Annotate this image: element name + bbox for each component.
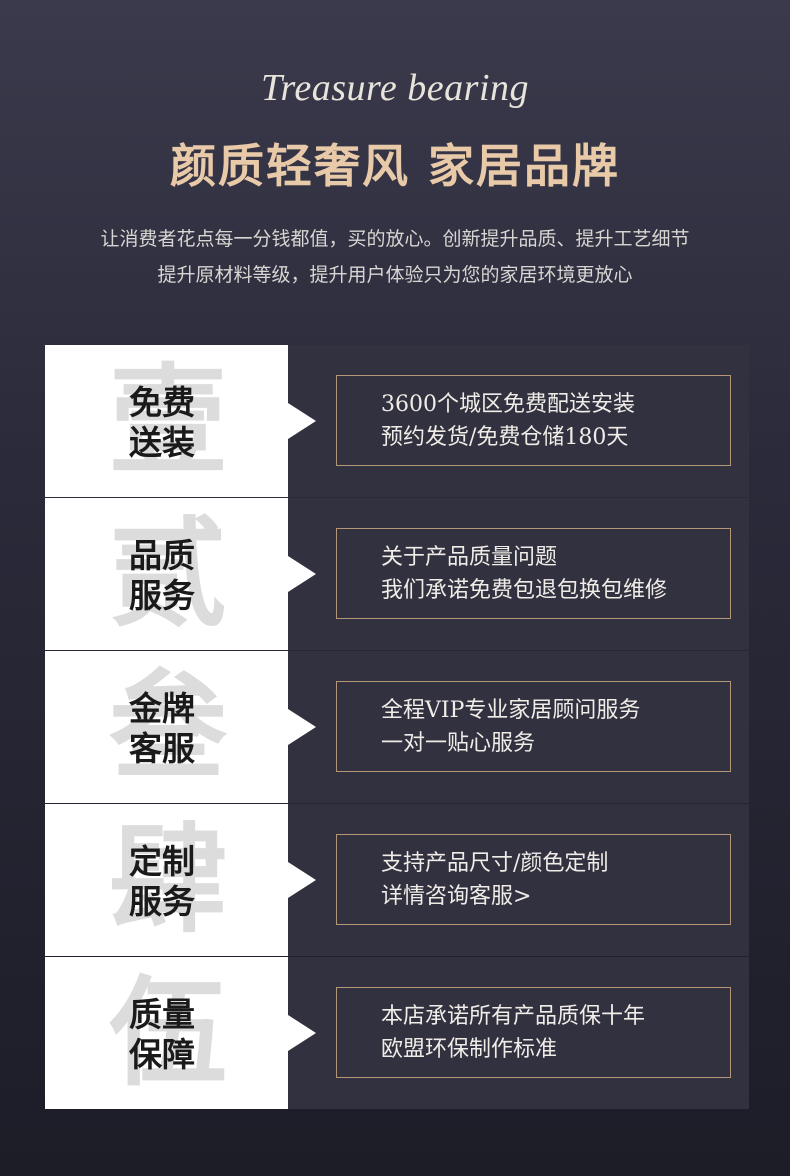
- feature-detail-box: 3600个城区免费配送安装 预约发货/免费仓储180天: [336, 375, 731, 466]
- watermark-numeral: 贰: [109, 504, 228, 643]
- feature-title-line-2: 客服: [129, 729, 195, 768]
- feature-label-panel: 伍 质量 保障: [45, 957, 288, 1109]
- feature-detail-line-2: 我们承诺免费包退包换包维修: [381, 577, 668, 603]
- feature-detail-line-1: 全程VIP专业家居顾问服务: [381, 697, 641, 723]
- feature-detail-line-1: 关于产品质量问题: [381, 544, 558, 570]
- pointer-arrow-icon: [288, 709, 316, 745]
- feature-title-line-2: 服务: [129, 576, 195, 615]
- pointer-arrow-icon: [288, 1015, 316, 1051]
- feature-detail-line-1: 支持产品尺寸/颜色定制: [381, 850, 609, 876]
- feature-detail-line-2: 预约发货/免费仓储180天: [381, 424, 629, 450]
- feature-detail-line-2: 欧盟环保制作标准: [381, 1036, 558, 1062]
- feature-detail-line-1: 3600个城区免费配送安装: [381, 391, 635, 417]
- feature-title-line-2: 保障: [129, 1035, 195, 1074]
- feature-title: 金牌 客服: [129, 689, 249, 769]
- feature-detail-box: 支持产品尺寸/颜色定制 详情咨询客服>: [336, 834, 731, 925]
- feature-title-line-1: 质量: [129, 995, 195, 1034]
- header-title-cn: 颜质轻奢风 家居品牌: [169, 139, 620, 193]
- feature-title: 定制 服务: [129, 842, 249, 922]
- pointer-arrow-icon: [288, 862, 316, 898]
- feature-title: 质量 保障: [129, 995, 249, 1075]
- feature-detail-box: 关于产品质量问题 我们承诺免费包退包换包维修: [336, 528, 731, 619]
- feature-title-line-2: 送装: [129, 423, 195, 462]
- feature-row-gold-support: 叁 金牌 客服 全程VIP专业家居顾问服务 一对一贴心服务: [45, 651, 749, 803]
- feature-label-panel: 肆 定制 服务: [45, 804, 288, 956]
- feature-row-custom-service: 肆 定制 服务 支持产品尺寸/颜色定制 详情咨询客服>: [45, 804, 749, 956]
- feature-title: 品质 服务: [129, 536, 249, 616]
- watermark-numeral: 叁: [109, 657, 228, 796]
- feature-detail-line-2[interactable]: 详情咨询客服>: [381, 883, 532, 909]
- feature-title-line-1: 品质: [129, 536, 195, 575]
- feature-label-panel: 壹 免费 送装: [45, 345, 288, 497]
- watermark-numeral: 伍: [109, 963, 228, 1102]
- feature-title: 免费 送装: [129, 383, 249, 463]
- feature-detail-line-1: 本店承诺所有产品质保十年: [381, 1003, 646, 1029]
- feature-title-line-1: 定制: [129, 842, 195, 881]
- feature-title-line-2: 服务: [129, 882, 195, 921]
- feature-row-quality-guarantee: 伍 质量 保障 本店承诺所有产品质保十年 欧盟环保制作标准: [45, 957, 749, 1109]
- feature-row-quality-service: 贰 品质 服务 关于产品质量问题 我们承诺免费包退包换包维修: [45, 498, 749, 650]
- feature-title-line-1: 金牌: [129, 689, 195, 728]
- watermark-numeral: 壹: [109, 351, 228, 490]
- feature-title-line-1: 免费: [129, 383, 195, 422]
- feature-row-free-delivery: 壹 免费 送装 3600个城区免费配送安装 预约发货/免费仓储180天: [45, 345, 749, 497]
- description-line-2: 提升原材料等级，提升用户体验只为您的家居环境更放心: [157, 264, 633, 286]
- pointer-arrow-icon: [288, 556, 316, 592]
- feature-detail-box: 本店承诺所有产品质保十年 欧盟环保制作标准: [336, 987, 731, 1078]
- watermark-numeral: 肆: [109, 810, 228, 949]
- header-title-en: Treasure bearing: [260, 67, 530, 109]
- feature-detail-box: 全程VIP专业家居顾问服务 一对一贴心服务: [336, 681, 731, 772]
- feature-detail-line-2: 一对一贴心服务: [381, 730, 536, 756]
- pointer-arrow-icon: [288, 403, 316, 439]
- feature-label-panel: 贰 品质 服务: [45, 498, 288, 650]
- feature-label-panel: 叁 金牌 客服: [45, 651, 288, 803]
- description-line-1: 让消费者花点每一分钱都值，买的放心。创新提升品质、提升工艺细节: [100, 228, 690, 250]
